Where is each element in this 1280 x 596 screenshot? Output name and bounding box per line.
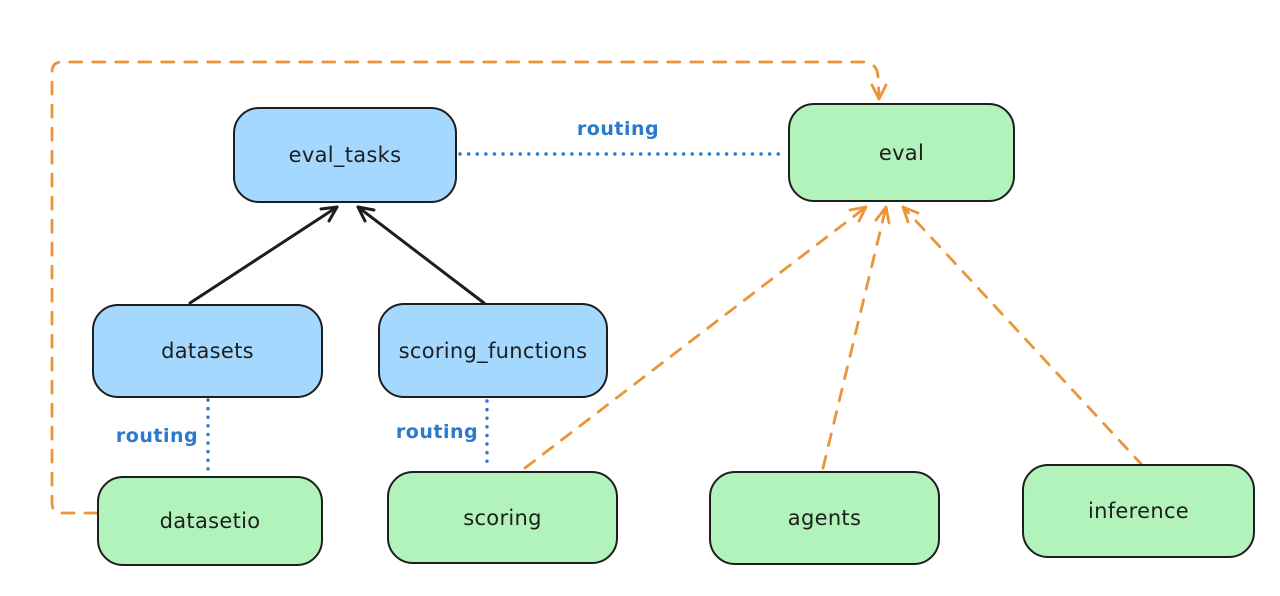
node-eval: eval xyxy=(788,103,1015,202)
routing-label-scoring-functions-scoring: routing xyxy=(395,421,479,443)
node-eval-tasks: eval_tasks xyxy=(233,107,457,203)
node-scoring-label: scoring xyxy=(463,505,542,530)
arrowhead-agents-to-eval xyxy=(874,205,891,225)
node-agents: agents xyxy=(709,471,940,565)
node-inference: inference xyxy=(1022,464,1255,558)
routing-label-eval-tasks-eval: routing xyxy=(576,118,660,140)
node-eval-label: eval xyxy=(878,140,925,165)
node-scoring: scoring xyxy=(387,471,618,564)
edge-inference-to-eval xyxy=(901,205,1145,468)
node-scoring-functions-label: scoring_functions xyxy=(398,338,588,363)
edge-scoring-to-eval xyxy=(523,205,868,470)
edge-datasetio-to-eval xyxy=(50,60,881,515)
node-inference-label: inference xyxy=(1087,499,1190,523)
node-datasets-label: datasets xyxy=(161,339,254,363)
edge-scoring-functions-to-eval-tasks xyxy=(356,205,486,305)
node-scoring-functions: scoring_functions xyxy=(378,303,608,398)
arrowhead-scoring-to-eval xyxy=(848,205,868,223)
arrowhead-inference-to-eval xyxy=(901,205,920,224)
arrowhead-datasets-to-eval-tasks xyxy=(319,205,339,223)
node-datasetio-label: datasetio xyxy=(159,509,261,533)
node-datasets: datasets xyxy=(92,304,323,398)
arrowhead-scoring-functions-to-eval-tasks xyxy=(356,205,376,223)
routing-label-datasets-datasetio: routing xyxy=(115,425,199,447)
node-eval-tasks-label: eval_tasks xyxy=(288,143,402,167)
edge-datasets-to-eval-tasks xyxy=(188,205,339,305)
arrowhead-datasetio-to-eval xyxy=(870,83,888,101)
node-datasetio: datasetio xyxy=(97,476,323,566)
edge-agents-to-eval xyxy=(821,205,888,470)
node-agents-label: agents xyxy=(787,506,862,530)
